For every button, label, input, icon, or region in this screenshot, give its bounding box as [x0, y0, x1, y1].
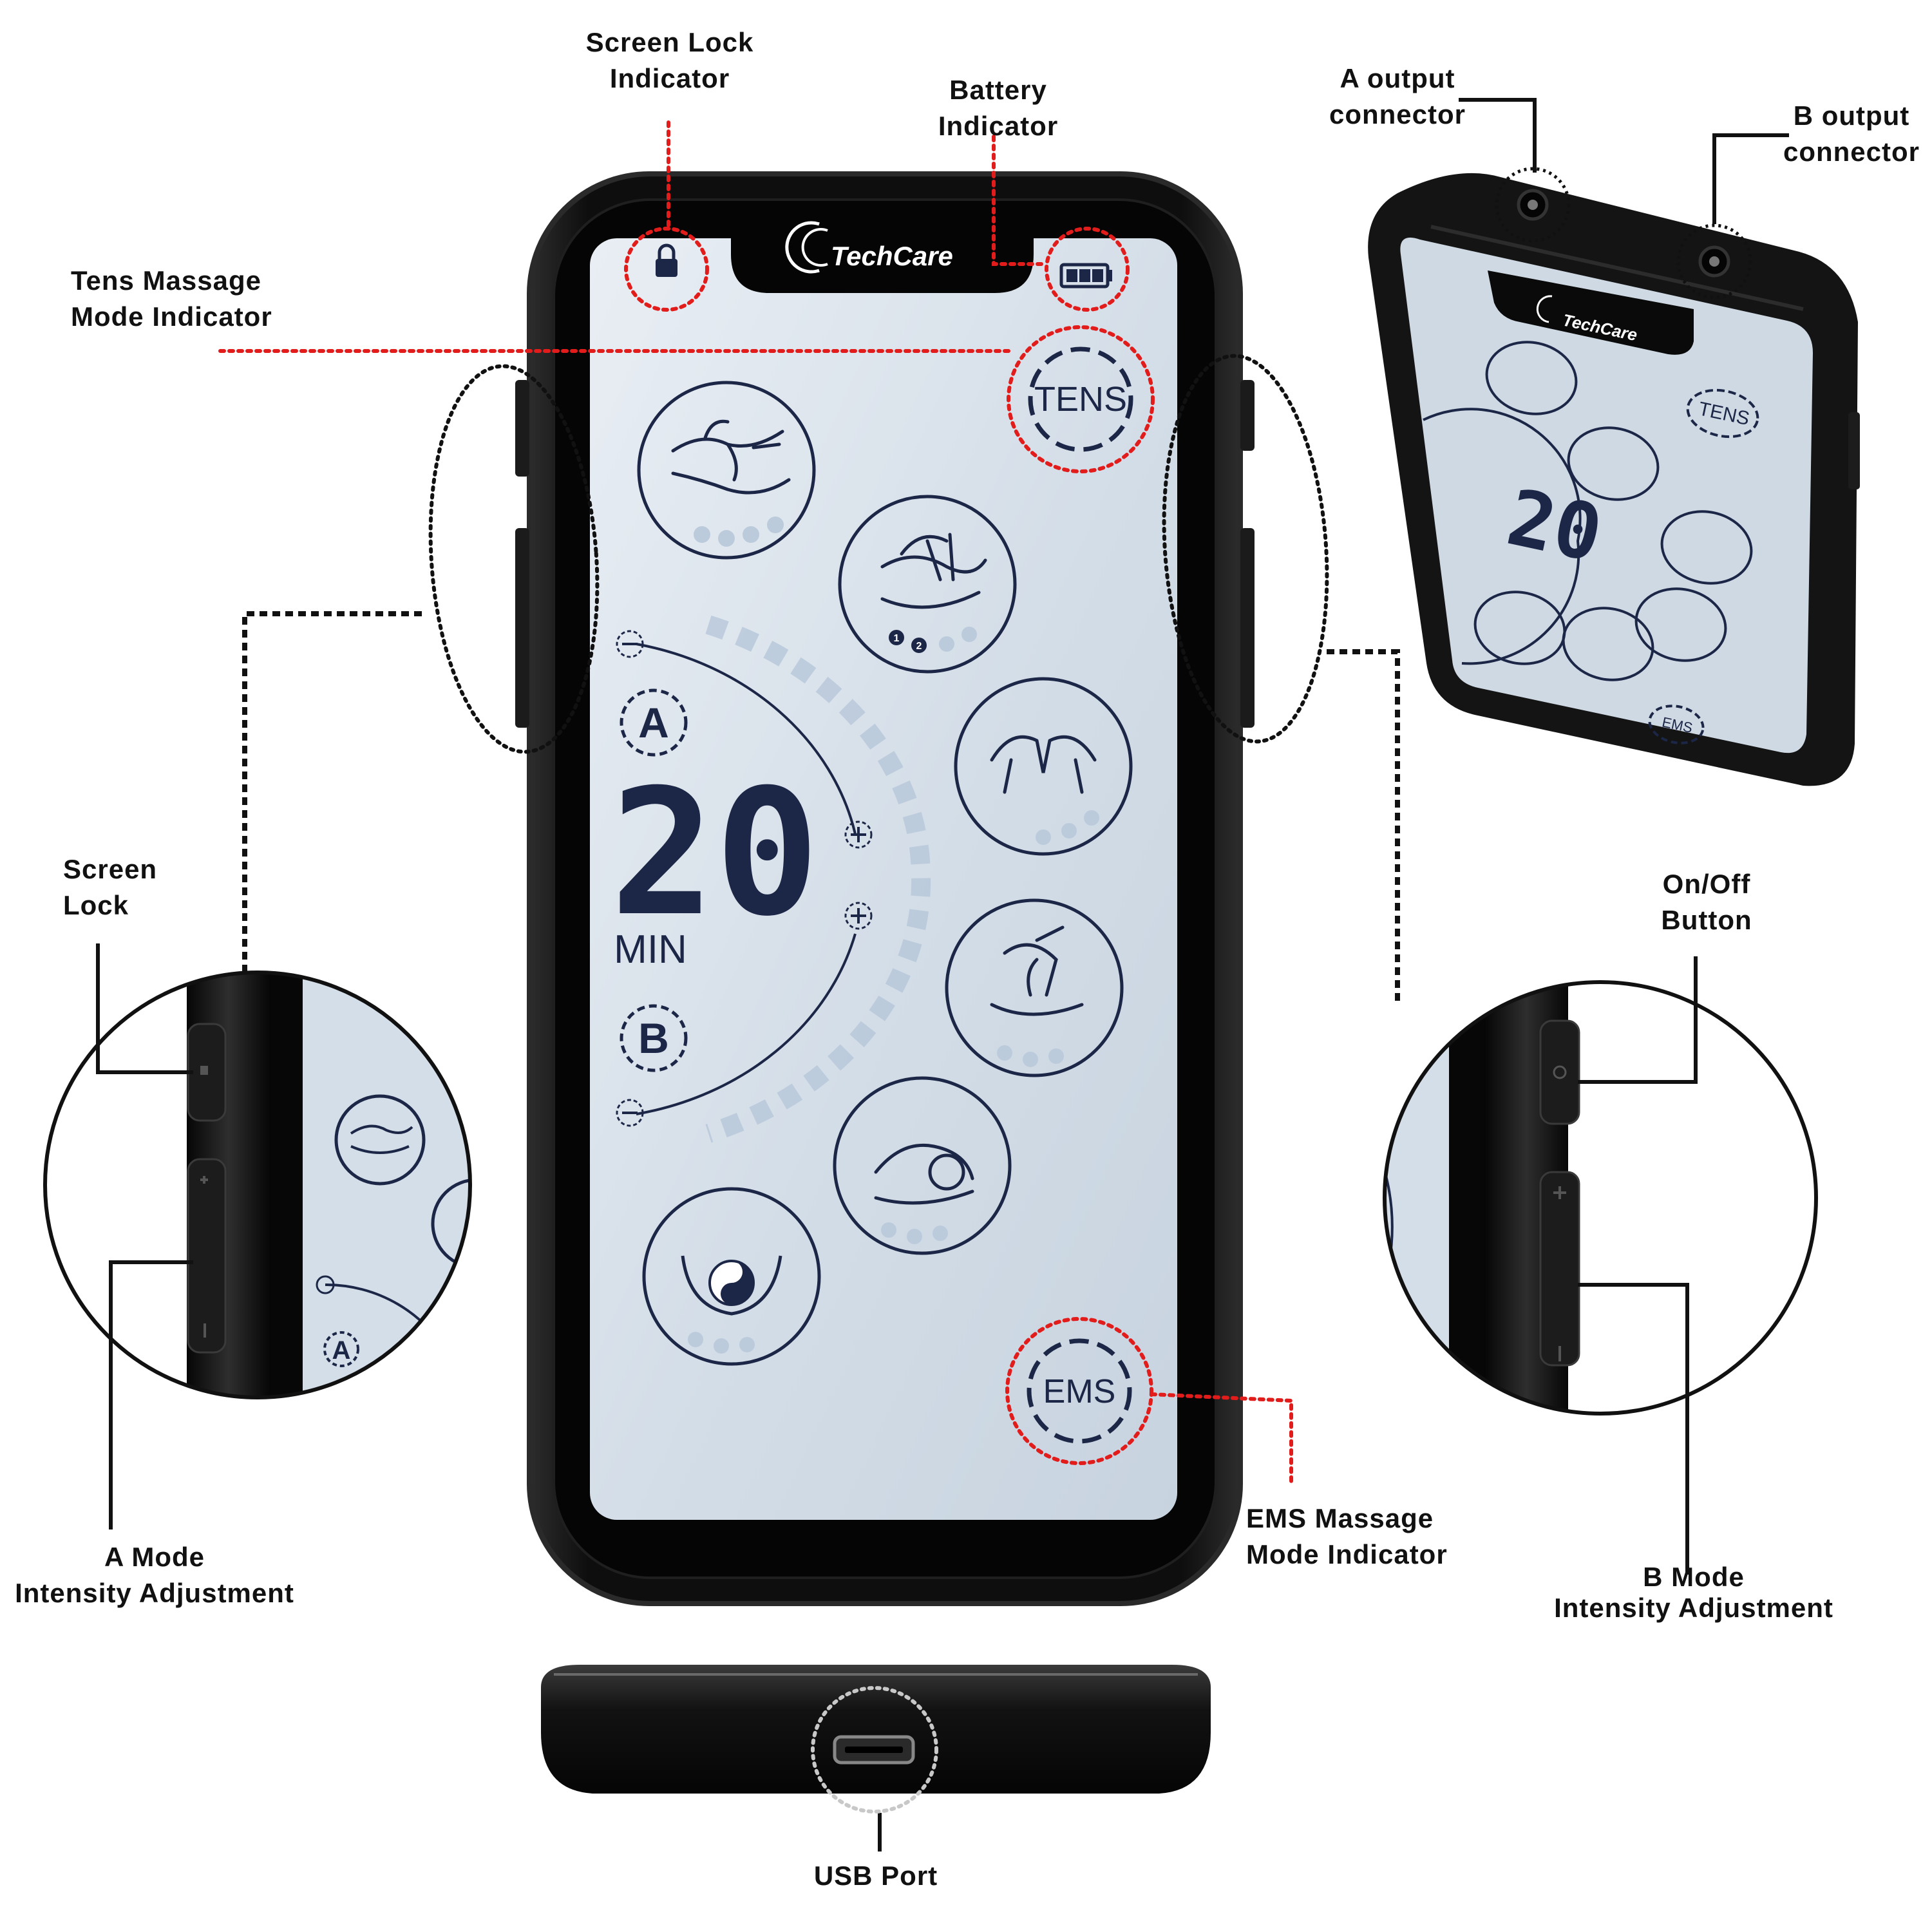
side-button-outlines — [428, 354, 1329, 754]
tens-mode-indicator: TENS — [1028, 346, 1133, 452]
tens-label: TENS — [1034, 380, 1127, 419]
b-plus-icon[interactable] — [844, 902, 873, 930]
usb-port-icon[interactable] — [833, 1735, 915, 1765]
callout-usb-port: USB Port — [813, 1861, 938, 1891]
zoom-a-intensity-button[interactable] — [187, 1158, 227, 1354]
main-device: TechCare TENS EMS — [515, 171, 1255, 1606]
svg-text:A: A — [638, 699, 669, 746]
b-minus-icon[interactable] — [616, 1099, 644, 1127]
screen-notch — [731, 235, 1034, 293]
brand-name: TechCare — [831, 241, 953, 271]
lock-icon — [656, 243, 677, 277]
timer-display: 20 — [610, 752, 819, 954]
right-side-button-bottom[interactable] — [1240, 528, 1255, 728]
channel-a-indicator: A — [620, 688, 688, 757]
badge-1: 1 — [894, 633, 900, 644]
a-minus-icon[interactable] — [616, 630, 644, 658]
angled-timer: 20 — [1500, 473, 1609, 580]
bottom-usb-view — [541, 1665, 1211, 1814]
zoom-b-intensity-button[interactable] — [1539, 1171, 1580, 1367]
ems-mode-indicator: EMS — [1027, 1338, 1132, 1444]
ems-label: EMS — [1043, 1373, 1116, 1410]
right-zoom-view — [1383, 980, 1818, 1416]
zoom-connectors — [242, 611, 1400, 1001]
a-plus-icon[interactable] — [844, 820, 873, 849]
left-side-button-bottom[interactable] — [515, 528, 529, 728]
leader-lines — [96, 98, 1789, 1852]
intensity-arc — [636, 643, 857, 1115]
zoom-on-off-button[interactable] — [1539, 1019, 1580, 1125]
mode-acupuncture-icon[interactable]: 1 2 — [838, 495, 1017, 674]
left-zoom-view: A — [43, 971, 472, 1399]
svg-text:B: B — [638, 1014, 669, 1062]
left-side-button-top[interactable] — [515, 380, 529, 477]
mode-hand-massage-icon[interactable] — [637, 381, 816, 560]
red-highlights — [218, 120, 1293, 1483]
battery-icon — [1059, 263, 1112, 289]
badge-2: 2 — [916, 641, 922, 652]
mode-yin-yang-icon[interactable] — [642, 1187, 821, 1366]
angled-device-view: TechCare 20 TENS EMS — [1368, 167, 1860, 786]
mode-pinch-icon[interactable] — [954, 677, 1133, 856]
right-side-button-top[interactable] — [1240, 380, 1255, 451]
mode-cupping-icon[interactable] — [833, 1076, 1012, 1255]
timer-unit: MIN — [614, 927, 687, 972]
mode-knead-icon[interactable] — [945, 898, 1124, 1077]
svg-text:A: A — [332, 1336, 351, 1365]
channel-b-indicator: B — [620, 1004, 688, 1072]
techcare-logo: TechCare — [785, 221, 953, 274]
